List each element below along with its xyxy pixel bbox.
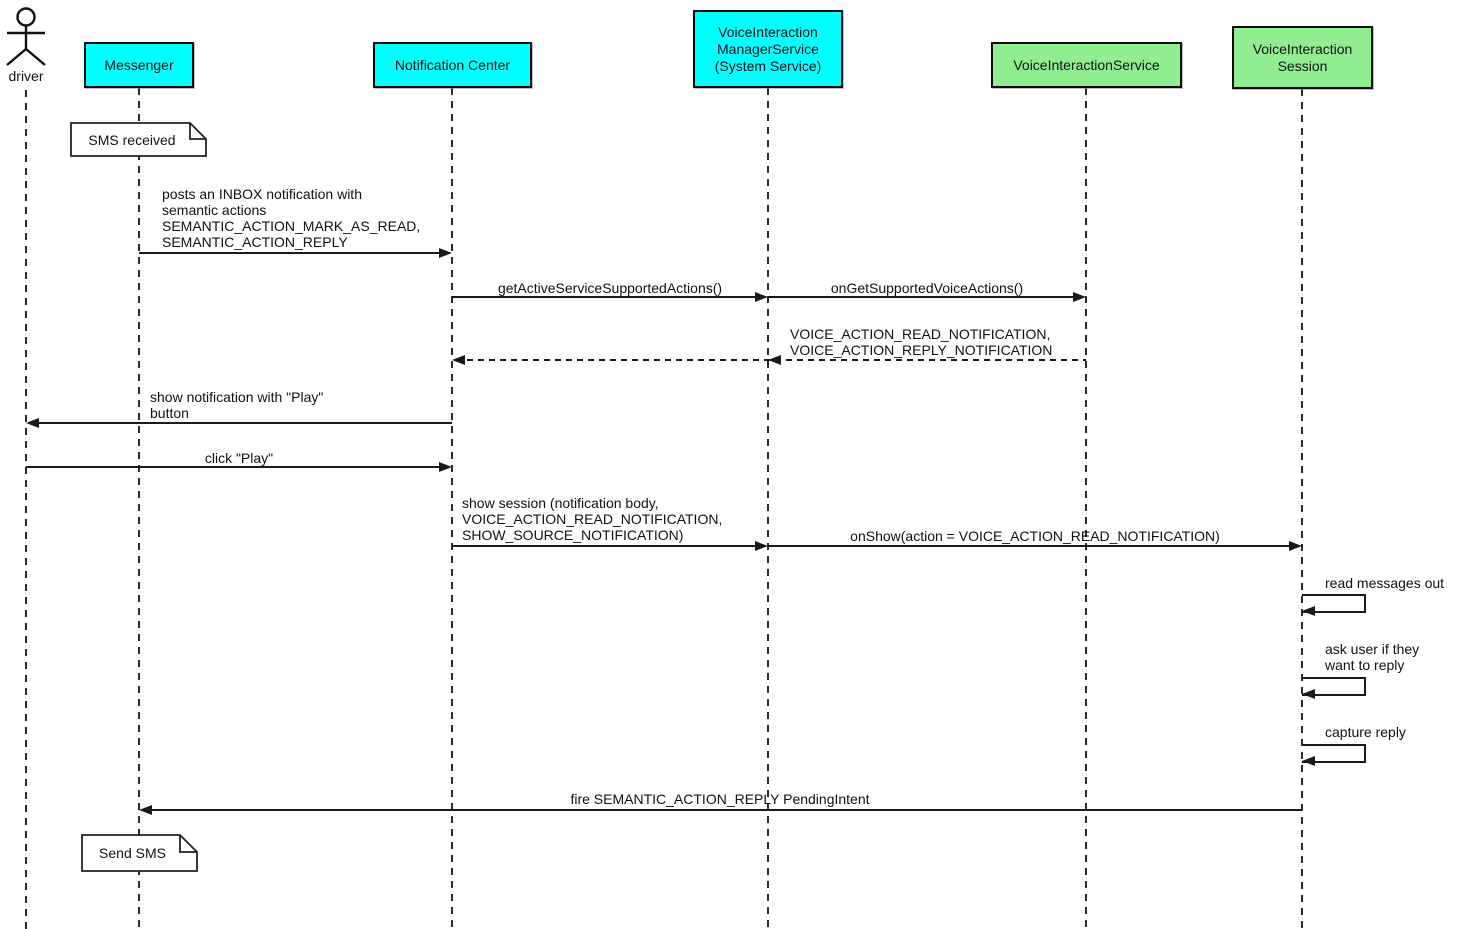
message-label-show-session: show session (notification body, VOICE_A… (462, 495, 723, 543)
note-send-sms-text: Send SMS (99, 845, 166, 861)
participant-messenger-label: Messenger (104, 56, 174, 73)
arrowhead-icon (1302, 689, 1315, 699)
message-label-ask-user-reply: ask user if they want to reply (1325, 641, 1420, 673)
lifeline-messenger (138, 88, 140, 929)
arrowhead-icon (755, 541, 768, 551)
message-line-fire-semantic-action-reply (151, 809, 1302, 811)
arrowhead-icon (439, 462, 452, 472)
participant-voiceinteractionsession-label: VoiceInteraction Session (1252, 40, 1353, 74)
arrowhead-icon (768, 355, 781, 365)
message-line-get-active-service-supported-actions (452, 296, 755, 298)
self-message-read-messages-out (1302, 594, 1366, 613)
message-line-show-session (452, 545, 755, 547)
message-label-on-show: onShow(action = VOICE_ACTION_READ_NOTIFI… (850, 528, 1220, 544)
message-line-click-play (26, 466, 439, 468)
message-line-on-show (768, 545, 1289, 547)
note-send-sms: Send SMS (81, 834, 198, 872)
arrowhead-icon (139, 805, 152, 815)
arrowhead-icon (1073, 292, 1086, 302)
arrowhead-icon (26, 418, 39, 428)
message-line-posts-inbox-notification (139, 252, 439, 254)
participant-voiceinteractionsession: VoiceInteraction Session (1232, 26, 1373, 89)
message-label-capture-reply: capture reply (1325, 724, 1406, 740)
note-sms-received-text: SMS received (88, 131, 176, 148)
actor-name: driver (8, 68, 44, 84)
message-label-on-get-supported-voice-actions: onGetSupportedVoiceActions() (830, 280, 1024, 296)
note-sms-received: SMS received (70, 122, 208, 157)
message-label-get-active-service-supported-actions: getActiveServiceSupportedActions() (497, 280, 723, 296)
message-label-posts-inbox-notification: posts an INBOX notification with semanti… (162, 186, 421, 250)
lifeline-notification-center (451, 88, 453, 929)
message-label-voice-action-return: VOICE_ACTION_READ_NOTIFICATION, VOICE_AC… (790, 326, 1053, 358)
message-line-on-get-supported-voice-actions (768, 296, 1073, 298)
participant-messenger: Messenger (84, 42, 194, 88)
message-line-show-notification-play (38, 422, 452, 424)
message-label-click-play: click "Play" (204, 450, 274, 466)
lifeline-voiceinteractionservice (1085, 88, 1087, 929)
arrowhead-icon (439, 248, 452, 258)
participant-voiceinteraction-managerservice-label: VoiceInteraction ManagerService (System … (714, 23, 822, 74)
message-label-fire-semantic-action-reply: fire SEMANTIC_ACTION_REPLY PendingIntent (570, 791, 870, 807)
lifeline-voiceinteractionsession (1301, 89, 1303, 929)
arrowhead-icon (452, 355, 465, 365)
participant-voiceinteractionservice-label: VoiceInteractionService (1013, 56, 1160, 73)
actor-icon (6, 7, 46, 66)
lifeline-driver (25, 90, 27, 929)
participant-notification-center-label: Notification Center (394, 56, 511, 73)
lifeline-voiceinteraction-managerservice (767, 88, 769, 929)
self-message-ask-user-reply (1302, 677, 1366, 696)
participant-notification-center: Notification Center (373, 42, 532, 88)
message-label-show-notification-play: show notification with "Play" button (150, 389, 324, 421)
note-shape (70, 122, 207, 157)
arrowhead-icon (755, 292, 768, 302)
note-shape (81, 834, 198, 872)
arrowhead-icon (1302, 606, 1315, 616)
participant-voiceinteractionservice: VoiceInteractionService (991, 42, 1182, 88)
message-label-read-messages-out: read messages out (1325, 575, 1445, 591)
self-message-capture-reply (1302, 744, 1366, 763)
arrowhead-icon (1289, 541, 1302, 551)
arrowhead-icon (1302, 756, 1315, 766)
participant-voiceinteraction-managerservice: VoiceInteraction ManagerService (System … (693, 10, 843, 88)
